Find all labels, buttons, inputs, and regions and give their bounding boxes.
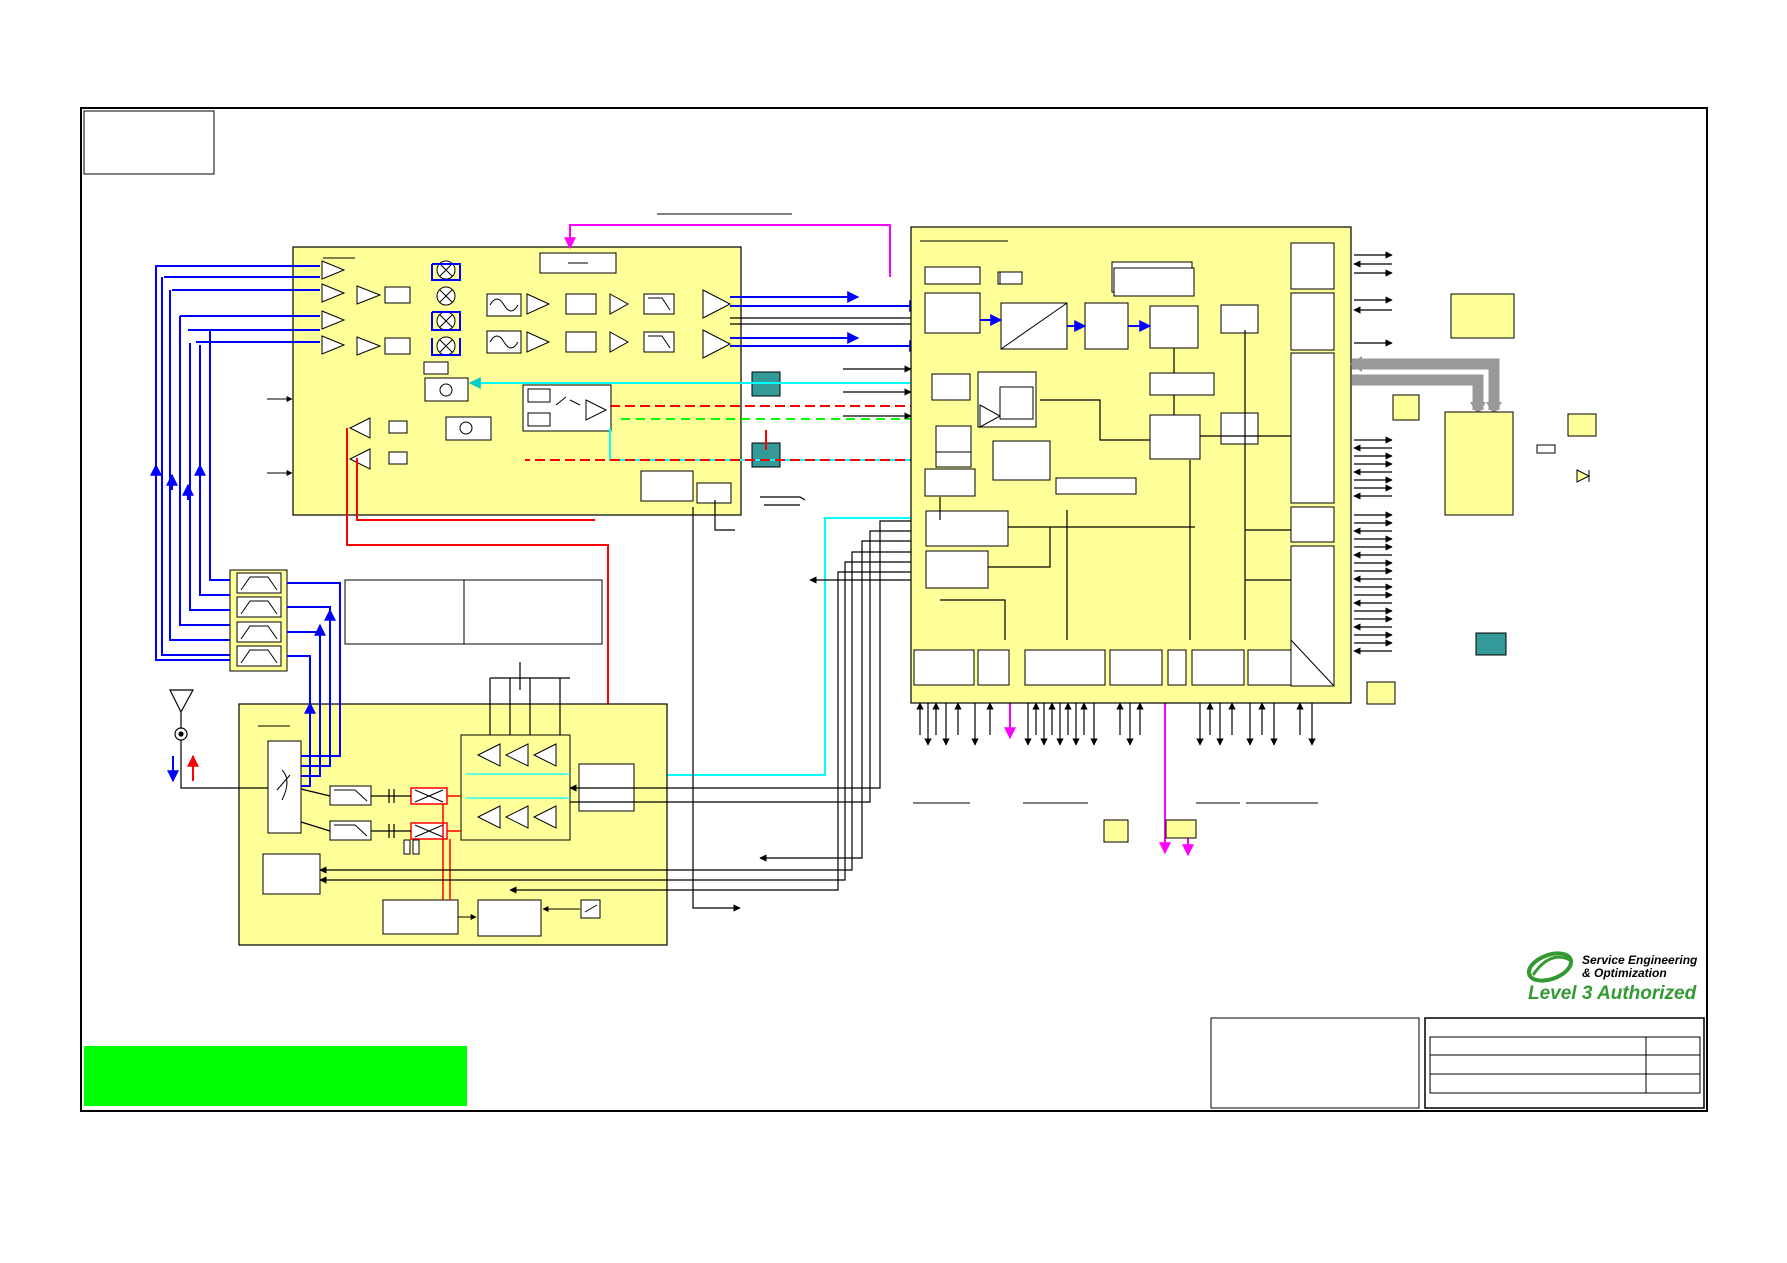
- rx-filter-2: [384, 337, 411, 355]
- logo-line-3: Level 3 Authorized: [1528, 983, 1697, 1004]
- revision-box: [1210, 1017, 1420, 1109]
- bb-internal-bus: [980, 314, 1152, 332]
- bb-audio-out: [925, 550, 989, 589]
- switch-driver: [262, 853, 321, 895]
- bb-decoder: [1149, 305, 1199, 349]
- bb-tx-amp: [979, 404, 1002, 428]
- display-connector: [1450, 293, 1515, 339]
- bb-io-5: [1167, 649, 1187, 686]
- bb-internal-wires: [939, 330, 1291, 640]
- bb-io-1: [913, 649, 975, 686]
- green-banner: [84, 1046, 467, 1106]
- bb-io-6: [1191, 649, 1245, 686]
- logo-line-1: Service Engineering: [1582, 953, 1698, 967]
- vco-icon: [439, 383, 453, 397]
- speaker-box: [1103, 819, 1129, 843]
- bottom-conn: [1366, 681, 1396, 705]
- switch-icon: [276, 769, 291, 801]
- rf-ctrl-1: [640, 470, 694, 502]
- gray-bus: [1352, 358, 1500, 410]
- bb-tx-gain: [935, 451, 972, 468]
- fe-power-det: [382, 899, 459, 935]
- right-side-arrow-bundle: [1353, 251, 1393, 655]
- bb-mux: [1220, 304, 1259, 334]
- bb-vco-cal: [935, 425, 972, 453]
- bb-audio-codec: [1055, 477, 1137, 495]
- capacitors: [388, 789, 395, 838]
- bb-io-7: [1247, 649, 1293, 686]
- notes-box: [344, 579, 603, 645]
- bb-side-2: [1290, 292, 1335, 351]
- seo-logo: Service Engineering & Optimization Level…: [1526, 951, 1698, 1004]
- lpf-2: [329, 820, 372, 841]
- bb-side-1: [1290, 242, 1335, 290]
- pa-driver-2: [348, 448, 371, 470]
- bb-eq-small: [999, 271, 1023, 285]
- diode-icon: [1576, 469, 1591, 483]
- bb-regs: [1220, 412, 1259, 445]
- lo-divider: [423, 361, 449, 375]
- bb-audio-in: [925, 510, 1009, 547]
- fe-bias: [477, 899, 542, 937]
- memory-chip: [1444, 411, 1514, 516]
- rf-transceiver-block: [155, 246, 922, 516]
- lpf-1: [329, 785, 372, 806]
- battery-box: [1567, 413, 1597, 437]
- rx-filter-1: [384, 286, 411, 304]
- tx-vco-box: [445, 416, 492, 441]
- bottom-arrow-bundle: [916, 702, 1316, 746]
- bb-io-2: [977, 649, 1010, 686]
- rx-iq-buses: [730, 291, 922, 352]
- vco-box: [424, 377, 469, 402]
- antenna-switch: [267, 740, 302, 834]
- rx-iq-black: [730, 314, 921, 328]
- title-block: [1424, 1017, 1705, 1109]
- teal-ref-block-3: [1475, 632, 1507, 656]
- bb-side-4: [1290, 506, 1335, 543]
- title-box: [83, 110, 215, 175]
- lna-triangles: [321, 260, 382, 356]
- baseband-block: [910, 226, 1352, 704]
- mic-box: [1165, 819, 1197, 839]
- bb-adc-i: [924, 266, 981, 285]
- bb-side-5: [1290, 545, 1335, 687]
- saw-filter-bank: [150, 267, 341, 787]
- bb-ramp: [924, 468, 976, 497]
- bb-tx-mod: [931, 373, 971, 401]
- bb-tx-inner: [999, 386, 1034, 420]
- baseband-chain: [486, 252, 732, 359]
- bb-io-4: [1109, 649, 1163, 686]
- pll-switch-icon: [555, 396, 581, 406]
- ramp-resistor: [1536, 444, 1556, 454]
- small-reg-box: [1392, 394, 1420, 421]
- bb-clock: [1113, 267, 1195, 297]
- logo-swoosh-icon: [1526, 951, 1574, 983]
- mixer-icons: [436, 260, 456, 356]
- bottom-label-lines: [657, 213, 1318, 804]
- bb-io-3: [1024, 649, 1106, 686]
- pa-driver-1: [348, 417, 371, 439]
- bb-filter: [1084, 302, 1129, 350]
- antenna-icon: [169, 689, 268, 789]
- mixer-blue-loops: [431, 263, 461, 356]
- front-end-block: [238, 662, 668, 946]
- pa-stages: [476, 743, 557, 829]
- bb-adc-q: [924, 292, 981, 334]
- sheet-border: [80, 107, 1708, 1112]
- bb-memory-ctrl: [1149, 414, 1201, 460]
- rf-ctrl-2: [696, 482, 732, 504]
- interconnect-wires: [319, 365, 912, 912]
- bb-serial-if: [1149, 372, 1215, 396]
- bb-power-ctrl: [992, 440, 1051, 481]
- pll-amp-icon: [585, 399, 608, 421]
- bb-side-3: [1290, 352, 1335, 504]
- logo-line-2: & Optimization: [1582, 966, 1667, 980]
